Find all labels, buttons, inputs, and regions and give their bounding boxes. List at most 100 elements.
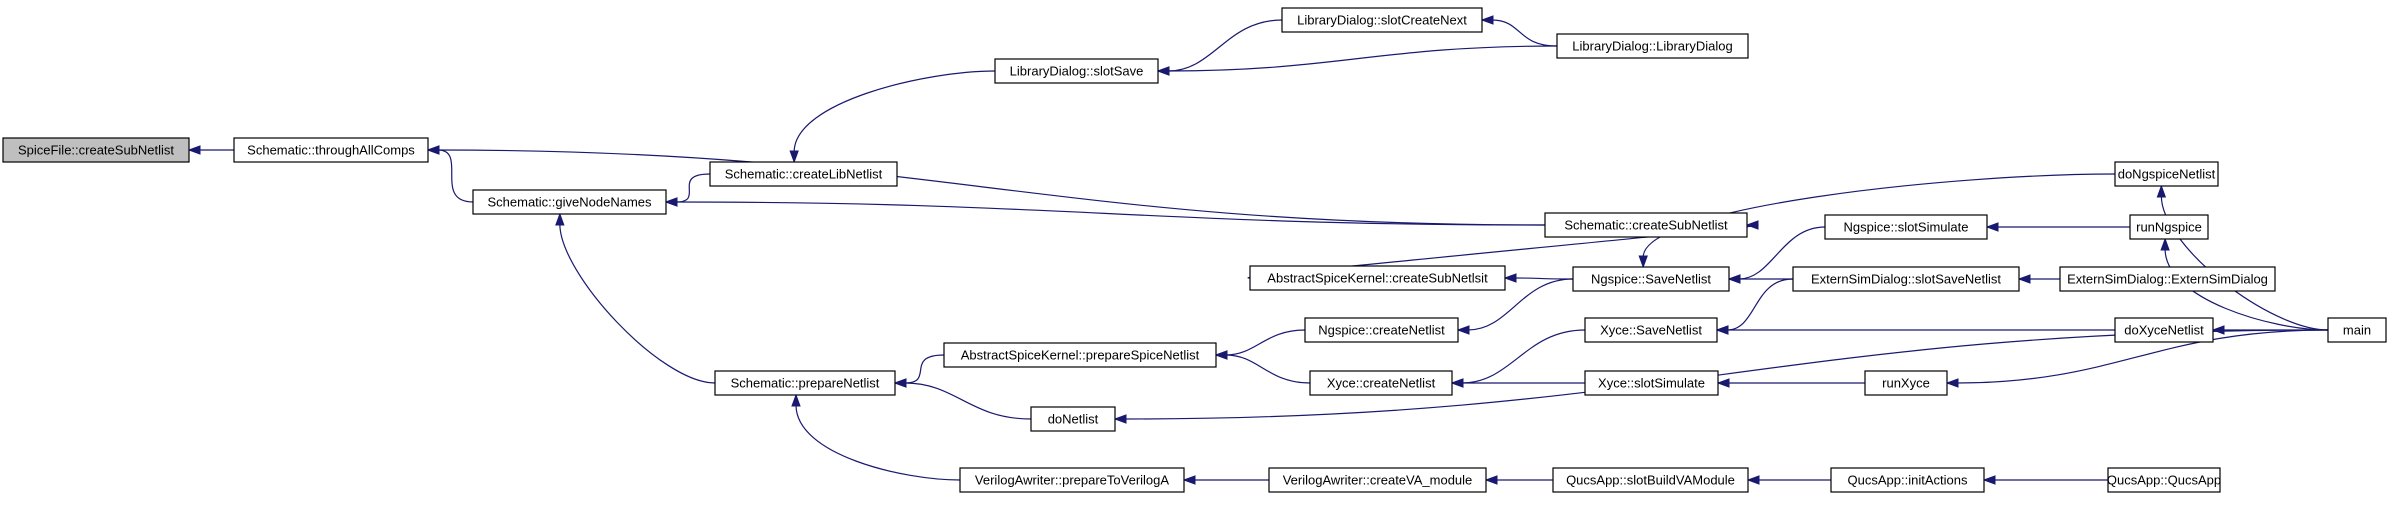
node-box[interactable] bbox=[1584, 317, 1718, 343]
node-n1[interactable]: Schematic::throughAllComps bbox=[233, 137, 429, 163]
arrowhead-n21-to-n16 bbox=[1727, 274, 1741, 284]
node-n18[interactable]: Xyce::slotSimulate bbox=[1584, 370, 1719, 396]
edge-n13-to-n9 bbox=[904, 382, 1032, 420]
node-box[interactable] bbox=[2059, 266, 2276, 292]
node-box[interactable] bbox=[1552, 467, 1749, 493]
node-box[interactable] bbox=[2327, 317, 2387, 343]
node-box[interactable] bbox=[943, 342, 1217, 368]
node-n22[interactable]: runXyce bbox=[1864, 370, 1948, 396]
node-box[interactable] bbox=[1309, 370, 1453, 396]
node-label: Schematic::giveNodeNames bbox=[487, 195, 652, 210]
arrowhead-n29-to-n27 bbox=[2211, 325, 2225, 335]
node-n17[interactable]: Xyce::SaveNetlist bbox=[1584, 317, 1718, 343]
edge-n20-to-n16 bbox=[1738, 226, 1826, 280]
node-label: Schematic::createSubNetlist bbox=[1564, 218, 1728, 233]
node-n10[interactable]: AbstractSpiceKernel::prepareSpiceNetlist bbox=[943, 342, 1217, 368]
arrowhead-n7-to-n1 bbox=[426, 145, 440, 155]
node-n2[interactable]: Schematic::giveNodeNames bbox=[472, 189, 667, 215]
node-box[interactable] bbox=[1584, 370, 1719, 396]
node-label: Schematic::throughAllComps bbox=[247, 143, 415, 158]
node-n0[interactable]: SpiceFile::createSubNetlist bbox=[2, 137, 190, 163]
node-n21[interactable]: ExternSimDialog::slotSaveNetlist bbox=[1792, 266, 2020, 292]
arrowhead-n7-to-n2 bbox=[664, 197, 678, 207]
node-box[interactable] bbox=[1864, 370, 1948, 396]
node-n23[interactable]: QucsApp::initActions bbox=[1830, 467, 1985, 493]
node-n7[interactable]: Schematic::createSubNetlist bbox=[1544, 212, 1748, 238]
edge-n4-to-n3 bbox=[793, 70, 996, 153]
node-label: main bbox=[2343, 323, 2371, 338]
node-n13[interactable]: doNetlist bbox=[1030, 406, 1116, 432]
edge-n9-to-n2 bbox=[559, 223, 716, 384]
node-n9[interactable]: Schematic::prepareNetlist bbox=[714, 370, 896, 396]
node-label: ExternSimDialog::ExternSimDialog bbox=[2067, 272, 2268, 287]
node-n26[interactable]: ExternSimDialog::ExternSimDialog bbox=[2059, 266, 2276, 292]
node-n8[interactable]: AbstractSpiceKernel::createSubNetlsit bbox=[1249, 265, 1506, 291]
node-box[interactable] bbox=[1544, 212, 1748, 238]
node-box[interactable] bbox=[2114, 317, 2214, 343]
node-n14[interactable]: VerilogAwriter::prepareToVerilogA bbox=[959, 467, 1185, 493]
node-label: Schematic::prepareNetlist bbox=[731, 376, 880, 391]
node-label: VerilogAwriter::prepareToVerilogA bbox=[975, 473, 1169, 488]
node-n5[interactable]: LibraryDialog::slotCreateNext bbox=[1281, 7, 1483, 33]
node-n27[interactable]: doXyceNetlist bbox=[2114, 317, 2214, 343]
node-box[interactable] bbox=[994, 58, 1159, 84]
edge-n29-to-n22 bbox=[1956, 329, 2329, 384]
arrowhead-n25-to-n20 bbox=[1985, 222, 1999, 232]
edge-n29-to-n13 bbox=[1124, 329, 2329, 420]
node-n11[interactable]: Ngspice::createNetlist bbox=[1304, 317, 1459, 343]
node-box[interactable] bbox=[2114, 161, 2219, 187]
node-box[interactable] bbox=[1249, 265, 1506, 291]
node-label: ExternSimDialog::slotSaveNetlist bbox=[1811, 272, 2001, 287]
node-n12[interactable]: Xyce::createNetlist bbox=[1309, 370, 1453, 396]
edge-n2-to-n1 bbox=[437, 149, 474, 203]
node-box[interactable] bbox=[1556, 33, 1749, 59]
arrowhead-n1-to-n0 bbox=[187, 145, 201, 155]
arrowhead-n19-to-n15 bbox=[1484, 475, 1498, 485]
node-box[interactable] bbox=[709, 161, 898, 187]
arrowhead-n22-to-n18 bbox=[1716, 378, 1730, 388]
node-label: LibraryDialog::slotCreateNext bbox=[1297, 13, 1467, 28]
node-box[interactable] bbox=[2107, 467, 2221, 493]
node-n28[interactable]: QucsApp::QucsApp bbox=[2107, 467, 2221, 493]
node-box[interactable] bbox=[1281, 7, 1483, 33]
node-box[interactable] bbox=[1304, 317, 1459, 343]
node-box[interactable] bbox=[714, 370, 896, 396]
node-label: Xyce::slotSimulate bbox=[1598, 376, 1705, 391]
edge-n6-to-n4 bbox=[1167, 45, 1558, 72]
node-box[interactable] bbox=[1030, 406, 1116, 432]
arrowhead-n12-to-n10 bbox=[1214, 350, 1228, 360]
node-n3[interactable]: Schematic::createLibNetlist bbox=[709, 161, 898, 187]
edge-n17-to-n12 bbox=[1461, 329, 1586, 384]
node-label: AbstractSpiceKernel::prepareSpiceNetlist bbox=[961, 348, 1200, 363]
node-box[interactable] bbox=[2129, 214, 2209, 240]
node-box[interactable] bbox=[2, 137, 190, 163]
node-box[interactable] bbox=[472, 189, 667, 215]
node-box[interactable] bbox=[1792, 266, 2020, 292]
node-box[interactable] bbox=[1824, 214, 1988, 240]
edge-n16-to-n8 bbox=[1514, 277, 1574, 280]
node-n15[interactable]: VerilogAwriter::createVA_module bbox=[1268, 467, 1487, 493]
edge-n21-to-n17 bbox=[1726, 278, 1794, 331]
node-n25[interactable]: runNgspice bbox=[2129, 214, 2209, 240]
node-box[interactable] bbox=[233, 137, 429, 163]
arrowhead-n9-to-n2 bbox=[555, 212, 565, 226]
node-box[interactable] bbox=[1268, 467, 1487, 493]
edge-n14-to-n9 bbox=[795, 404, 961, 481]
node-n24[interactable]: doNgspiceNetlist bbox=[2114, 161, 2219, 187]
arrowhead-n23-to-n19 bbox=[1746, 475, 1760, 485]
node-label: Xyce::SaveNetlist bbox=[1600, 323, 1702, 338]
node-box[interactable] bbox=[1830, 467, 1985, 493]
node-n29[interactable]: main bbox=[2327, 317, 2387, 343]
node-label: Schematic::createLibNetlist bbox=[725, 167, 883, 182]
node-box[interactable] bbox=[959, 467, 1185, 493]
arrowhead-n27-to-n17 bbox=[1715, 325, 1729, 335]
node-label: QucsApp::slotBuildVAModule bbox=[1566, 473, 1735, 488]
node-box[interactable] bbox=[1572, 266, 1730, 292]
node-n19[interactable]: QucsApp::slotBuildVAModule bbox=[1552, 467, 1749, 493]
node-n6[interactable]: LibraryDialog::LibraryDialog bbox=[1556, 33, 1749, 59]
node-n4[interactable]: LibraryDialog::slotSave bbox=[994, 58, 1159, 84]
edges-layer bbox=[187, 15, 2329, 485]
node-n20[interactable]: Ngspice::slotSimulate bbox=[1824, 214, 1988, 240]
node-n16[interactable]: Ngspice::SaveNetlist bbox=[1572, 266, 1730, 292]
